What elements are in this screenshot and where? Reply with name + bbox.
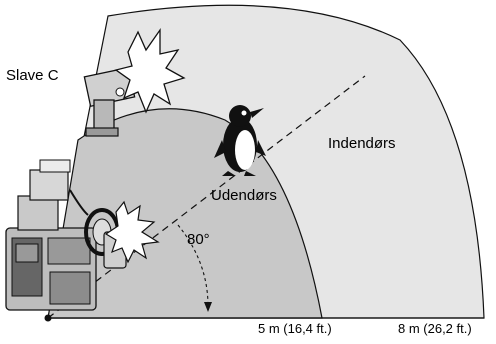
penguin-icon xyxy=(214,105,266,176)
camera-icon xyxy=(5,159,97,322)
slave-flash-icon xyxy=(83,66,136,137)
flash-burst-icon xyxy=(104,200,160,264)
angle-label: 80° xyxy=(187,231,210,248)
outdoor-label: Udendørs xyxy=(211,187,277,204)
angle-arc xyxy=(177,224,209,307)
slave-label: Slave C xyxy=(6,67,59,84)
angle-arrowhead xyxy=(204,302,212,312)
near-distance-label: 5 m (16,4 ft.) xyxy=(258,321,332,336)
far-distance-label: 8 m (26,2 ft.) xyxy=(398,321,472,336)
flash-burst-icon xyxy=(114,27,186,114)
indoor-label: Indendørs xyxy=(328,135,396,152)
angle-line xyxy=(47,75,366,319)
